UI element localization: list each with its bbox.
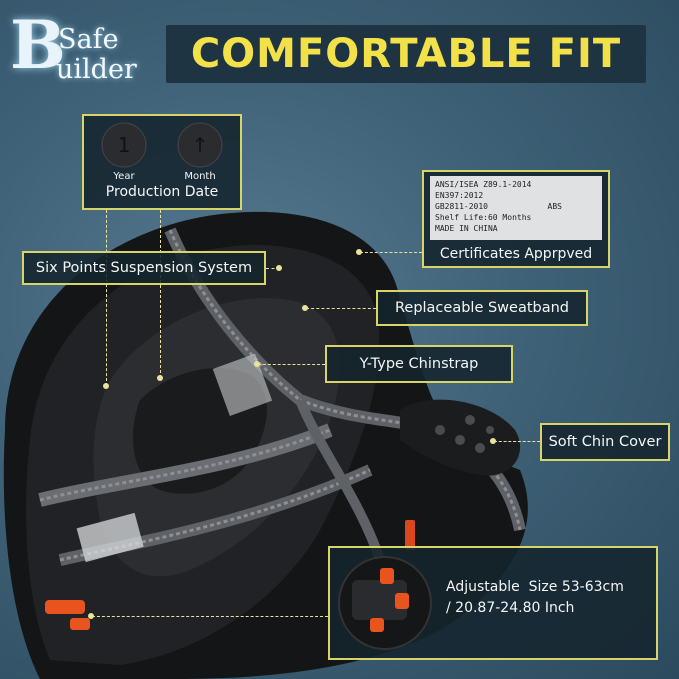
- chin-cover-dot: [490, 438, 496, 444]
- production-date-dot: [103, 383, 109, 389]
- chinstrap-leader: [258, 364, 325, 366]
- adjustable-text: Adjustable Size 53-63cm / 20.87-24.80 In…: [446, 577, 624, 619]
- certificates-callout: ANSI/ISEA Z89.1-2014 EN397:2012 GB2811-2…: [422, 170, 610, 268]
- logo-line1: Safe: [58, 24, 119, 55]
- suspension-dot: [276, 265, 282, 271]
- year-label: Year: [113, 171, 135, 182]
- suspension-callout: Six Points Suspension System: [22, 251, 266, 285]
- month-label: Month: [184, 171, 216, 182]
- cert-line-3: GB2811-2010: [435, 202, 488, 211]
- suspension-label: Six Points Suspension System: [35, 260, 253, 276]
- year-dial-icon: 1: [101, 122, 147, 168]
- sweatband-dot: [302, 305, 308, 311]
- chin-cover-leader: [494, 441, 540, 443]
- logo-line2: uilder: [56, 54, 137, 85]
- cert-line-5: MADE IN CHINA: [435, 224, 498, 233]
- svg-text:1: 1: [118, 133, 131, 157]
- cert-abs-label: ABS: [547, 202, 562, 211]
- logo-initial: B: [10, 6, 66, 84]
- suspension-leader: [266, 268, 280, 270]
- adjustable-line2: / 20.87-24.80 Inch: [446, 600, 575, 616]
- adjustable-dot: [88, 613, 94, 619]
- sweatband-label: Replaceable Sweatband: [394, 300, 570, 316]
- cert-line-4: Shelf Life:60 Months: [435, 213, 532, 222]
- adjustable-leader: [92, 616, 328, 618]
- chinstrap-label: Y-Type Chinstrap: [359, 356, 479, 372]
- sweatband-callout: Replaceable Sweatband: [376, 290, 588, 326]
- certificates-leader: [360, 252, 422, 254]
- month-dial-icon: ↑: [177, 122, 223, 168]
- svg-text:↑: ↑: [192, 133, 209, 157]
- chin-cover-label: Soft Chin Cover: [548, 434, 662, 450]
- adjustable-callout: Adjustable Size 53-63cm / 20.87-24.80 In…: [328, 546, 658, 660]
- production-date-leader-2: [160, 210, 162, 378]
- date-dials: 1 Year ↑ Month: [101, 122, 223, 182]
- brand-logo: B Safe uilder: [10, 6, 160, 88]
- production-date-title: Production Date: [105, 184, 219, 200]
- headline-banner: COMFORTABLE FIT: [166, 25, 646, 83]
- adjuster-knob-closeup: [338, 556, 432, 650]
- production-date-callout: 1 Year ↑ Month Production Date: [82, 114, 242, 210]
- chinstrap-callout: Y-Type Chinstrap: [325, 345, 513, 383]
- sweatband-leader: [306, 308, 376, 310]
- headline-text: COMFORTABLE FIT: [190, 31, 622, 77]
- production-date-dot-2: [157, 375, 163, 381]
- certificate-label: ANSI/ISEA Z89.1-2014 EN397:2012 GB2811-2…: [430, 176, 602, 240]
- chin-cover-callout: Soft Chin Cover: [540, 423, 670, 461]
- chinstrap-dot: [254, 361, 260, 367]
- cert-line-1: ANSI/ISEA Z89.1-2014: [435, 180, 532, 189]
- adjustable-line1: Adjustable Size 53-63cm: [446, 579, 624, 595]
- certificates-caption: Certificates Apprpved: [439, 246, 593, 262]
- certificates-dot: [356, 249, 362, 255]
- production-date-leader: [106, 210, 108, 386]
- cert-line-2: EN397:2012: [435, 191, 484, 200]
